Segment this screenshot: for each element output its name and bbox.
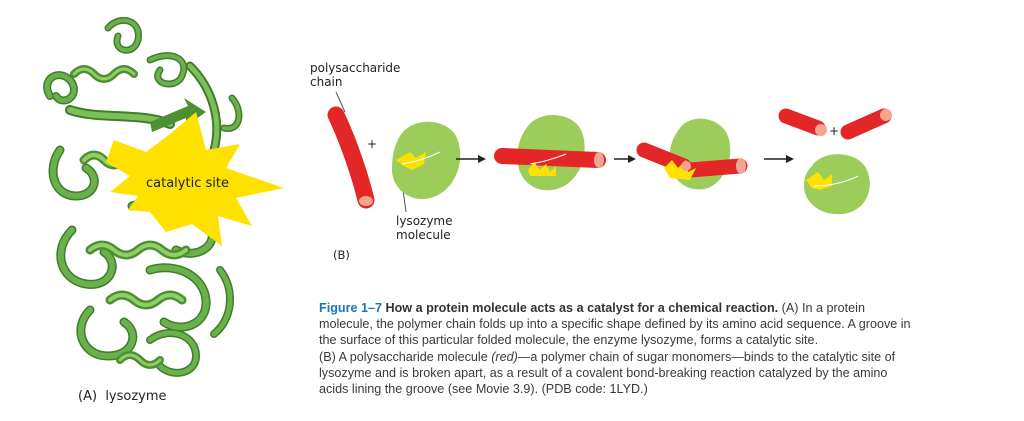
panel-a-caption: (A) lysozyme (78, 389, 167, 404)
figure-number: Figure 1–7 (319, 301, 382, 315)
plus-sign-1: + (367, 137, 378, 151)
panel-b-letter: (B) (333, 248, 350, 262)
figure-caption: Figure 1–7 How a protein molecule acts a… (319, 300, 919, 397)
chain-end (736, 158, 746, 174)
panel-a-name: lysozyme (105, 389, 167, 404)
caption-body-b: (B) A polysaccharide molecule (319, 349, 492, 364)
panel-a-letter: (A) (78, 389, 98, 404)
plus-sign-2: + (829, 124, 840, 138)
lysozyme-molecule-4 (804, 154, 870, 215)
caption-body-c: —a polymer chain of sugar monomers—binds… (319, 349, 896, 397)
ribbon-arrow (150, 98, 206, 132)
polysaccharide-leader-line (335, 91, 346, 113)
catalytic-site-2 (528, 162, 556, 176)
lysozyme-molecule-label: lysozyme molecule (396, 214, 453, 242)
catalytic-site-3 (664, 160, 696, 180)
reaction-scheme (327, 91, 892, 215)
polysaccharide-chain-3a (636, 142, 692, 174)
polysaccharide-chain-3b (682, 158, 748, 178)
arrow-head (786, 155, 794, 163)
catalytic-site-label: catalytic site (146, 176, 229, 191)
polysaccharide-chain-label: polysaccharide chain (310, 61, 401, 89)
lysozyme-ribbon-structure (43, 16, 284, 377)
polysaccharide-fragment-2 (840, 108, 892, 140)
polysaccharide-chain-2 (494, 148, 606, 168)
arrow-head (628, 155, 636, 163)
catalytic-site-1 (396, 152, 426, 170)
arrow-head (478, 155, 486, 163)
catalytic-site-starburst (106, 112, 284, 246)
lysozyme-molecule-1 (392, 121, 461, 200)
figure-title: How a protein molecule acts as a catalys… (385, 301, 779, 315)
lysozyme-leader-line (402, 189, 407, 213)
chain-end (359, 196, 373, 206)
polysaccharide-fragment-1 (778, 108, 826, 136)
chain-end (880, 109, 892, 121)
caption-red-note: (red) (491, 349, 518, 364)
caption-body-a: (A) In a protein molecule, the polymer c… (319, 301, 911, 348)
polysaccharide-chain-1 (327, 106, 375, 209)
chain-end (594, 152, 604, 168)
chain-end (815, 124, 827, 136)
cleavage-point (681, 161, 691, 171)
